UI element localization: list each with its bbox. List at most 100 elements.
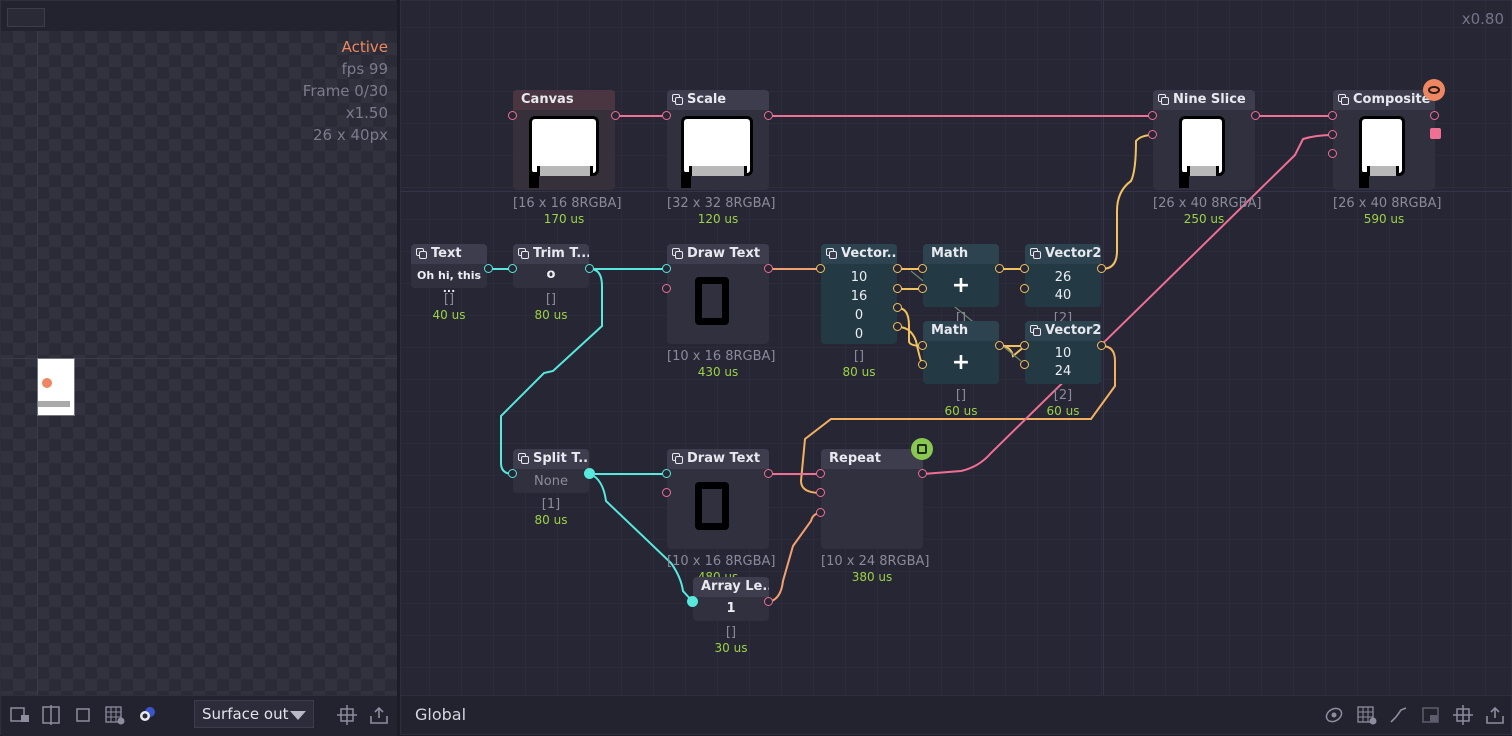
- port-drawtext2-font-in[interactable]: [662, 488, 671, 497]
- port-trim-out[interactable]: [585, 264, 594, 273]
- export-icon[interactable]: [1484, 705, 1506, 725]
- port-vector2-2-out[interactable]: [1097, 341, 1106, 350]
- center-view-icon[interactable]: [336, 705, 358, 725]
- port-drawtext-text-in[interactable]: [662, 264, 671, 273]
- node-text[interactable]: Text Oh hi, this ...: [411, 244, 487, 295]
- port-math2-a[interactable]: [918, 341, 927, 350]
- lock-view-icon[interactable]: [9, 705, 31, 725]
- preview-size: 26 x 40px: [313, 126, 388, 144]
- port-drawtext2-text-in[interactable]: [662, 469, 671, 478]
- port-math1-a[interactable]: [918, 264, 927, 273]
- node-scale-title: Scale: [667, 90, 769, 110]
- minimap-icon[interactable]: [1420, 705, 1442, 725]
- port-vector4-x[interactable]: [893, 264, 902, 273]
- port-composite-in-1[interactable]: [1328, 111, 1337, 120]
- preview-eye-icon[interactable]: [1423, 79, 1445, 101]
- port-math1-b[interactable]: [918, 284, 927, 293]
- port-nineslice-out[interactable]: [1251, 111, 1260, 120]
- node-nine-slice-title: Nine Slice: [1153, 90, 1255, 110]
- port-repeat-amount-in[interactable]: [816, 508, 825, 517]
- node-group-icon: [672, 453, 683, 464]
- node-vector2-2[interactable]: Vector2 10 24: [1025, 321, 1101, 384]
- port-vector2-1-y[interactable]: [1020, 284, 1029, 293]
- node-vector2-1[interactable]: Vector2 26 40: [1025, 244, 1101, 307]
- node-canvas[interactable]: Canvas: [513, 90, 615, 190]
- output-surface-dropdown[interactable]: Surface out: [194, 700, 314, 728]
- port-math2-out[interactable]: [995, 341, 1004, 350]
- port-canvas-in[interactable]: [508, 111, 517, 120]
- port-vector4-in[interactable]: [816, 264, 825, 273]
- port-composite-out[interactable]: [1430, 111, 1439, 120]
- grid-settings-icon[interactable]: [1356, 705, 1378, 725]
- center-view-icon[interactable]: [1452, 705, 1474, 725]
- port-vector4-y[interactable]: [893, 284, 902, 293]
- port-drawtext-font-in[interactable]: [662, 284, 671, 293]
- node-nine-slice-time: 250 us: [1183, 212, 1225, 226]
- export-icon[interactable]: [368, 705, 390, 725]
- port-repeat-surface-in[interactable]: [816, 469, 825, 478]
- preview-pivot-handle[interactable]: [41, 377, 53, 389]
- node-array-length-title: Array Le...: [693, 577, 769, 597]
- channel-toggle-icon[interactable]: [136, 705, 158, 725]
- port-composite-in-3[interactable]: [1328, 149, 1337, 158]
- port-vector2-1-x[interactable]: [1020, 264, 1029, 273]
- node-math-1[interactable]: Math +: [923, 244, 999, 307]
- grid-settings-icon[interactable]: [104, 705, 126, 725]
- node-scale[interactable]: Scale: [667, 90, 769, 190]
- node-graph-panel[interactable]: x0.80 Canvas: [400, 0, 1512, 735]
- preview-image[interactable]: [37, 358, 75, 416]
- port-vector2-1-out[interactable]: [1097, 264, 1106, 273]
- preview-canvas[interactable]: [1, 31, 397, 695]
- port-math2-b[interactable]: [918, 360, 927, 369]
- port-text-out[interactable]: [484, 264, 493, 273]
- render-toggle-icon[interactable]: [1323, 705, 1345, 725]
- port-arraylen-in[interactable]: [687, 596, 698, 607]
- port-canvas-out[interactable]: [611, 111, 620, 120]
- speech-bubble-preview: [1179, 116, 1225, 188]
- port-drawtext2-out[interactable]: [764, 469, 773, 478]
- port-scale-in[interactable]: [662, 111, 671, 120]
- node-vector4[interactable]: Vector... 10 16 0 0: [821, 244, 897, 344]
- frame-icon[interactable]: [72, 705, 94, 725]
- node-group-icon: [1030, 248, 1041, 259]
- node-group-icon: [416, 248, 427, 259]
- node-repeat[interactable]: Repeat: [821, 449, 923, 549]
- port-drawtext-out[interactable]: [764, 264, 773, 273]
- node-trim-text-info: []: [545, 292, 557, 307]
- output-preview-icon[interactable]: [1430, 128, 1441, 139]
- node-array-length[interactable]: Array Le... 1: [693, 577, 769, 621]
- port-scale-out[interactable]: [764, 111, 773, 120]
- split-view-icon[interactable]: [40, 705, 62, 725]
- repeat-settings-icon[interactable]: [911, 438, 933, 460]
- preview-status: Active: [341, 38, 388, 56]
- port-repeat-size-in[interactable]: [816, 488, 825, 497]
- wire-repeat-composite: [922, 134, 1334, 475]
- port-arraylen-out[interactable]: [764, 597, 773, 606]
- node-composite[interactable]: Composite: [1333, 90, 1435, 190]
- port-split-in[interactable]: [508, 469, 517, 478]
- port-trim-in[interactable]: [508, 264, 517, 273]
- port-math1-out[interactable]: [995, 264, 1004, 273]
- port-composite-in-2[interactable]: [1328, 130, 1337, 139]
- preview-tab[interactable]: [7, 8, 45, 27]
- connection-style-icon[interactable]: [1388, 705, 1410, 725]
- node-draw-text-2[interactable]: Draw Text: [667, 449, 769, 549]
- port-split-out[interactable]: [584, 468, 595, 479]
- port-vector4-z[interactable]: [893, 303, 902, 312]
- node-draw-text[interactable]: Draw Text: [667, 244, 769, 344]
- port-repeat-out[interactable]: [918, 469, 927, 478]
- node-math-2[interactable]: Math +: [923, 321, 999, 384]
- node-trim-text-title: Trim T...: [513, 244, 589, 264]
- node-split-text[interactable]: Split T... None: [513, 449, 589, 493]
- port-nineslice-in[interactable]: [1148, 111, 1157, 120]
- graph-axis-horizontal: [401, 191, 1511, 192]
- port-vector4-w[interactable]: [893, 322, 902, 331]
- preview-panel: Active fps 99 Frame 0/30 x1.50 26 x 40px…: [0, 0, 397, 736]
- graph-context-label[interactable]: Global: [415, 705, 467, 724]
- node-trim-text[interactable]: Trim T... o: [513, 244, 589, 288]
- node-canvas-time: 170 us: [543, 212, 585, 226]
- port-vector2-2-x[interactable]: [1020, 341, 1029, 350]
- port-nineslice-size[interactable]: [1148, 130, 1157, 139]
- port-vector2-2-y[interactable]: [1020, 360, 1029, 369]
- node-nine-slice[interactable]: Nine Slice: [1153, 90, 1255, 190]
